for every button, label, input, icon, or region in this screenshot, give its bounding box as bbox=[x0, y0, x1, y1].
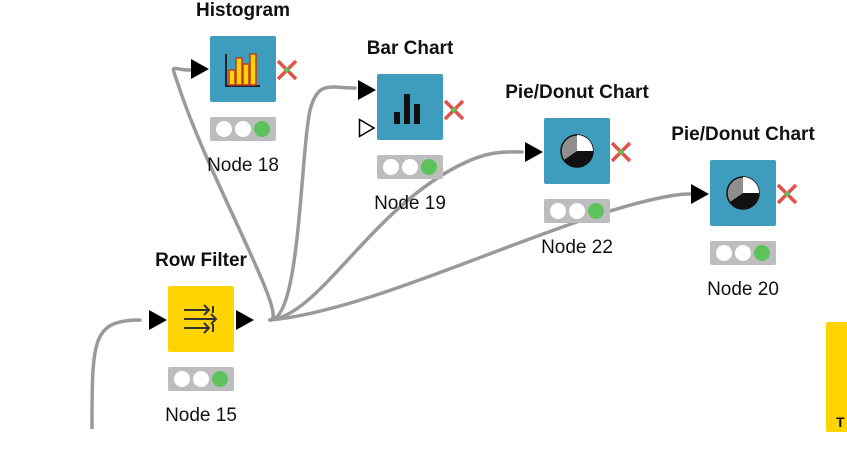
bar-chart-icon bbox=[394, 94, 420, 124]
node-label[interactable]: Node 15 bbox=[165, 405, 237, 426]
no-view-icon bbox=[276, 59, 298, 81]
input-port-icon[interactable] bbox=[191, 59, 209, 79]
connection-layer bbox=[90, 66, 692, 429]
connection-line[interactable] bbox=[90, 318, 142, 429]
node-title: Pie/Donut Chart bbox=[671, 124, 815, 145]
node-status-traffic-light bbox=[168, 367, 234, 391]
node-histogram[interactable]: Histogram Node 18 bbox=[163, 0, 323, 200]
node-title: Row Filter bbox=[155, 250, 247, 271]
connection-line[interactable] bbox=[171, 66, 275, 322]
status-light-green bbox=[212, 371, 228, 387]
pie-chart-icon bbox=[726, 176, 760, 210]
node-status-traffic-light bbox=[544, 199, 610, 223]
status-light-green bbox=[421, 159, 437, 175]
no-view-icon bbox=[610, 141, 632, 163]
node-label[interactable]: Node 19 bbox=[374, 193, 446, 214]
status-light-yellow bbox=[235, 121, 251, 137]
status-light-green bbox=[588, 203, 604, 219]
node-pie-chart[interactable]: Pie/Donut Chart Node 20 bbox=[663, 124, 823, 324]
status-light-yellow bbox=[569, 203, 585, 219]
connection-line[interactable] bbox=[268, 85, 357, 322]
input-port-icon[interactable] bbox=[691, 184, 709, 204]
input-port-open-icon[interactable] bbox=[358, 118, 376, 138]
status-light-red bbox=[383, 159, 399, 175]
status-light-red bbox=[550, 203, 566, 219]
input-port-icon[interactable] bbox=[525, 142, 543, 162]
node-title: Bar Chart bbox=[366, 38, 454, 59]
status-light-red bbox=[174, 371, 190, 387]
output-port-icon[interactable] bbox=[236, 310, 254, 330]
no-view-icon bbox=[443, 99, 465, 121]
node-status-traffic-light bbox=[710, 241, 776, 265]
node-body[interactable] bbox=[377, 74, 443, 140]
node-pie-chart[interactable]: Pie/Donut Chart Node 22 bbox=[497, 82, 657, 282]
partial-node-text: T bbox=[836, 414, 845, 430]
pie-chart-icon bbox=[560, 134, 594, 168]
connection-line[interactable] bbox=[268, 192, 692, 322]
status-light-red bbox=[216, 121, 232, 137]
node-body[interactable] bbox=[210, 36, 276, 102]
node-label[interactable]: Node 18 bbox=[207, 155, 279, 176]
node-label[interactable]: Node 20 bbox=[707, 279, 779, 300]
node-row-filter[interactable]: Row Filter Node 15 bbox=[121, 250, 281, 450]
node-label[interactable]: Node 22 bbox=[541, 237, 613, 258]
status-light-green bbox=[254, 121, 270, 137]
no-view-icon bbox=[776, 183, 798, 205]
status-light-yellow bbox=[193, 371, 209, 387]
partial-node-body[interactable]: T bbox=[826, 322, 847, 432]
node-title: Histogram bbox=[196, 0, 290, 21]
node-title: Pie/Donut Chart bbox=[505, 82, 649, 103]
input-port-icon[interactable] bbox=[358, 80, 376, 100]
node-body[interactable] bbox=[168, 286, 234, 352]
histogram-icon bbox=[225, 53, 260, 87]
node-status-traffic-light bbox=[377, 155, 443, 179]
node-status-traffic-light bbox=[210, 117, 276, 141]
status-light-green bbox=[754, 245, 770, 261]
row-filter-icon bbox=[184, 304, 218, 334]
status-light-red bbox=[716, 245, 732, 261]
node-body[interactable] bbox=[544, 118, 610, 184]
input-port-icon[interactable] bbox=[149, 310, 167, 330]
status-light-yellow bbox=[735, 245, 751, 261]
status-light-yellow bbox=[402, 159, 418, 175]
node-body[interactable] bbox=[710, 160, 776, 226]
connection-line[interactable] bbox=[268, 150, 524, 322]
node-bar-chart[interactable]: Bar Chart Node 19 bbox=[330, 38, 490, 238]
